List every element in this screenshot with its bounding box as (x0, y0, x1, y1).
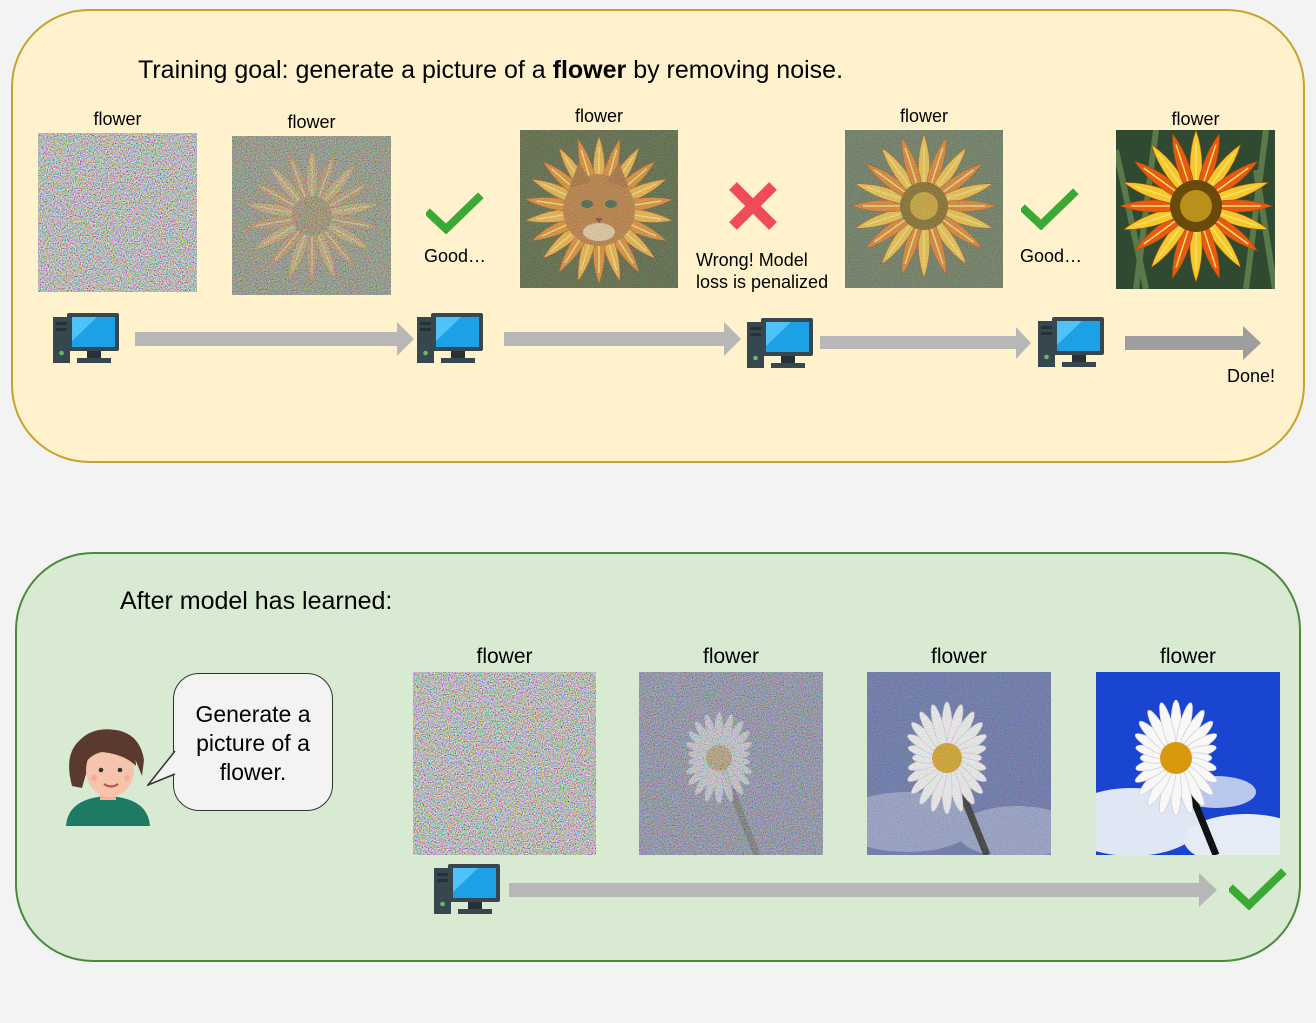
petal-stripe (1157, 224, 1184, 259)
image-label: flower (287, 112, 336, 132)
slightly-noisy-flower-image (845, 130, 1003, 288)
computer-icon (417, 313, 483, 363)
prompt-speech-bubble: Generate a picture of a flower. (173, 673, 333, 811)
image-label: flower (1171, 109, 1220, 129)
check-icon (1229, 868, 1287, 910)
image-label: flower (93, 109, 142, 129)
petal-stripe (1134, 185, 1175, 200)
petal-stripe (1202, 144, 1217, 185)
prompt-line: flower. (219, 759, 287, 785)
computer-icon (434, 864, 500, 914)
feedback-wrong-line: loss is penalized (696, 272, 829, 292)
image-label: flower (1159, 645, 1217, 668)
image-label: flower (930, 645, 988, 668)
check-icon (426, 192, 484, 234)
clean-flower-image (1116, 130, 1275, 289)
petal-stripe (1175, 227, 1190, 268)
arrow (820, 327, 1031, 359)
petal-stripe (1143, 167, 1178, 194)
petal-stripe (1134, 212, 1175, 227)
arrow (135, 322, 414, 356)
check-icon (1021, 188, 1079, 230)
feedback-good: Good… (1020, 246, 1083, 266)
petal-stripe (1202, 227, 1217, 268)
prompt-line: Generate a (195, 701, 311, 727)
cross-icon (729, 182, 777, 230)
petal-stripe (1175, 144, 1190, 185)
image-label: flower (574, 106, 623, 126)
person-avatar (66, 729, 150, 826)
inference-title: After model has learned: (120, 587, 393, 615)
petal-stripe (1214, 167, 1249, 194)
petal-stripe (1217, 212, 1258, 227)
noisy-daisy-image (639, 672, 823, 855)
computer-icon (1038, 317, 1104, 367)
petal-stripe (1208, 224, 1235, 259)
noisy-flower-image (232, 136, 391, 295)
computer-icon (53, 313, 119, 363)
noise-image (413, 672, 596, 855)
petal-stripe (1157, 153, 1184, 188)
petal-stripe (1143, 218, 1178, 245)
petal-stripe (1208, 153, 1235, 188)
image-label: flower (899, 106, 948, 126)
image-label: flower (702, 645, 760, 668)
noise-image (38, 133, 197, 292)
image-label: flower (476, 645, 533, 668)
prompt-line: picture of a (196, 730, 310, 756)
feedback-good: Good… (424, 246, 487, 266)
clean-daisy-image (1096, 672, 1280, 855)
petal-stripe (1217, 185, 1258, 200)
lightly-noisy-daisy-image (867, 672, 1051, 855)
training-title: Training goal: generate a picture of a f… (138, 56, 844, 84)
feedback-wrong-line: Wrong! Model (696, 250, 808, 270)
speech-bubble-tail (147, 750, 176, 787)
done-label: Done! (1227, 366, 1276, 386)
cat-flower-image (520, 130, 678, 288)
petal-stripe (1214, 218, 1249, 245)
arrow (509, 873, 1217, 907)
computer-icon (747, 318, 813, 368)
arrow (1125, 326, 1261, 360)
arrow (504, 322, 741, 356)
feedback-wrong: Wrong! Model loss is penalized (696, 249, 828, 293)
